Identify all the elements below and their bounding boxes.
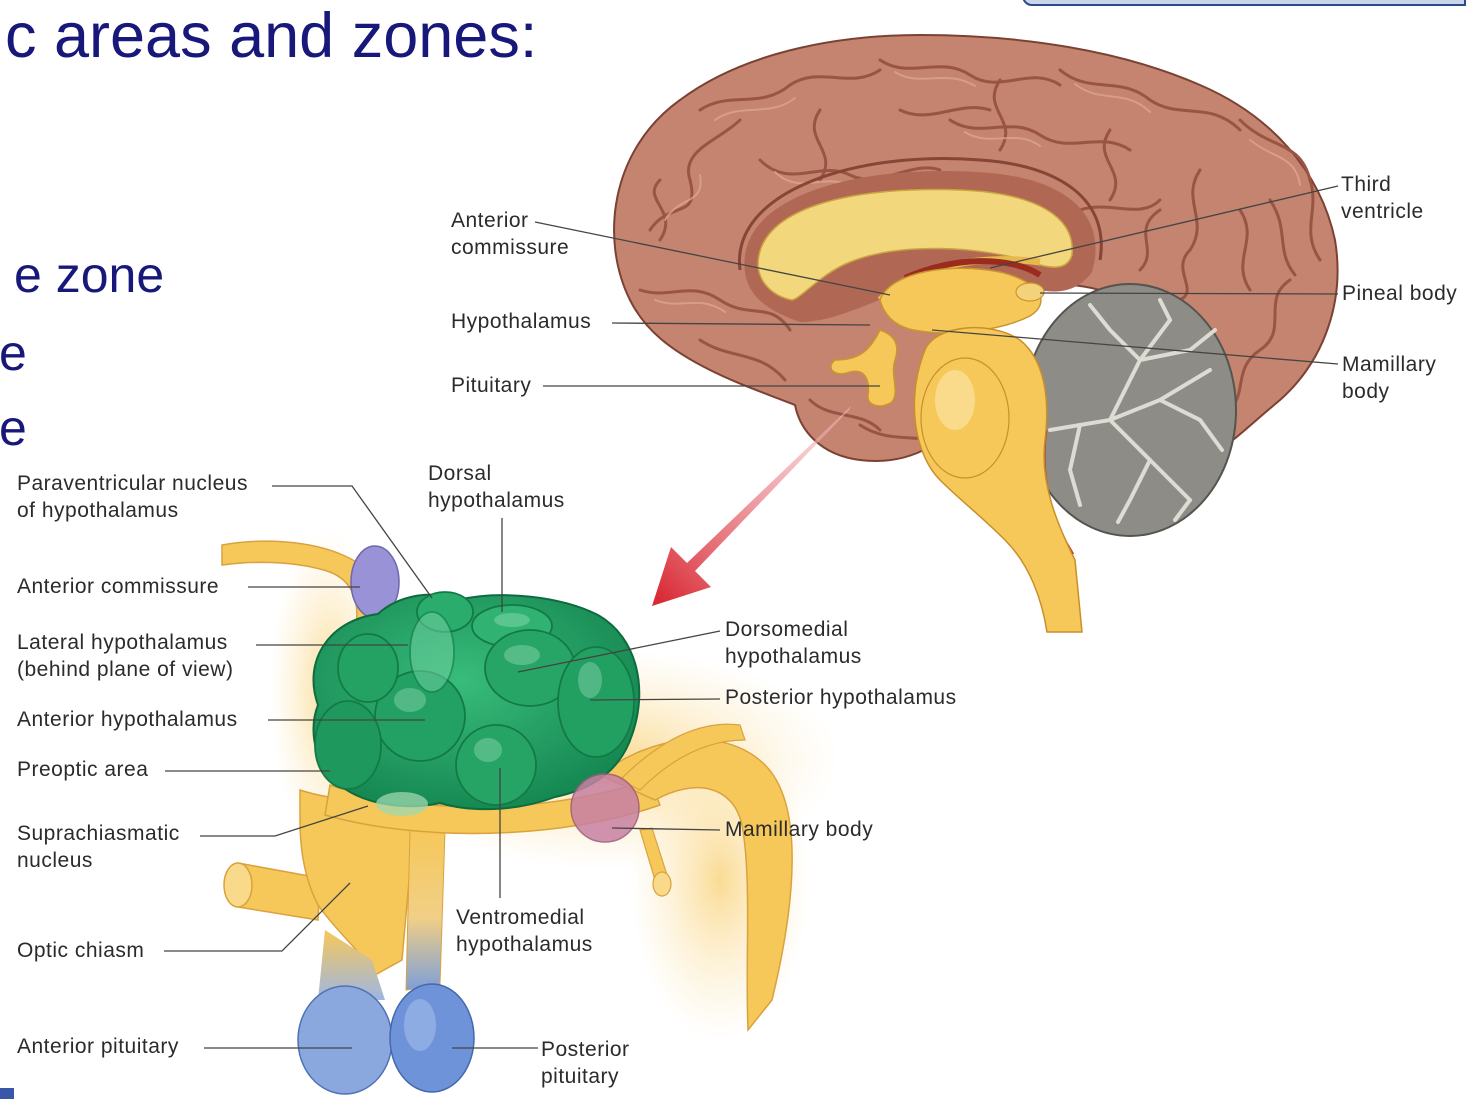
label-pituitary-top: Pituitary xyxy=(451,372,531,399)
label-hypothalamus-top: Hypothalamus xyxy=(451,308,591,335)
label-mamillary-body-top: Mamillary body xyxy=(1342,351,1436,405)
label-line: Paraventricular nucleus xyxy=(17,470,248,497)
label-ventromedial-hypothalamus: Ventromedial hypothalamus xyxy=(456,904,593,958)
footer-bar-fragment xyxy=(0,1088,14,1099)
label-preoptic-area: Preoptic area xyxy=(17,756,148,783)
label-line: of hypothalamus xyxy=(17,497,248,524)
label-suprachiasmatic-nucleus: Suprachiasmatic nucleus xyxy=(17,820,180,874)
label-third-ventricle: Third ventricle xyxy=(1341,171,1424,225)
label-anterior-hypothalamus: Anterior hypothalamus xyxy=(17,706,238,733)
pineal-body-shape xyxy=(1016,283,1044,301)
lateral-lobule xyxy=(410,612,454,692)
label-anterior-commissure-top: Anterior commissure xyxy=(451,207,569,261)
label-line: Pituitary xyxy=(451,372,531,399)
label-pineal-body: Pineal body xyxy=(1342,280,1457,307)
label-line: ventricle xyxy=(1341,198,1424,225)
anterior-pituitary-shape xyxy=(298,986,392,1094)
ventromedial-lobule xyxy=(456,725,536,805)
label-paraventricular-nucleus: Paraventricular nucleus of hypothalamus xyxy=(17,470,248,524)
suprachiasmatic-nucleus-shape xyxy=(376,792,428,816)
label-line: pituitary xyxy=(541,1063,630,1090)
bullet-text: e xyxy=(0,403,27,453)
red-arrow xyxy=(652,406,851,606)
pons-highlight xyxy=(935,370,975,430)
label-line: hypothalamus xyxy=(725,643,862,670)
label-dorsomedial-hypothalamus: Dorsomedial hypothalamus xyxy=(725,616,862,670)
pituitary-highlight xyxy=(404,999,436,1051)
label-line: (behind plane of view) xyxy=(17,656,233,683)
label-line: hypothalamus xyxy=(456,931,593,958)
label-line: commissure xyxy=(451,234,569,261)
pituitary-stalk xyxy=(406,830,445,990)
label-line: Lateral hypothalamus xyxy=(17,629,233,656)
label-line: Third xyxy=(1341,171,1424,198)
label-line: body xyxy=(1342,378,1436,405)
optic-nerve-end xyxy=(224,863,252,907)
label-line: Posterior hypothalamus xyxy=(725,684,957,711)
label-line: Anterior hypothalamus xyxy=(17,706,238,733)
label-line: Anterior xyxy=(451,207,569,234)
thalamus-shape xyxy=(880,268,1041,333)
slide-title: c areas and zones: xyxy=(5,5,537,68)
mamillary-body-shape xyxy=(571,774,639,842)
hypothalamus-closeup-illustration xyxy=(222,530,840,1094)
label-line: Hypothalamus xyxy=(451,308,591,335)
label-posterior-hypothalamus: Posterior hypothalamus xyxy=(725,684,957,711)
preoptic-lobule xyxy=(315,701,381,789)
label-line: hypothalamus xyxy=(428,487,565,514)
bullet-text: e xyxy=(0,328,27,378)
posterior-lobule xyxy=(558,647,634,757)
label-posterior-pituitary: Posterior pituitary xyxy=(541,1036,630,1090)
label-line: Anterior commissure xyxy=(17,573,219,600)
label-optic-chiasm: Optic chiasm xyxy=(17,937,144,964)
label-line: Dorsomedial xyxy=(725,616,862,643)
label-line: Mamillary xyxy=(1342,351,1436,378)
anterior-upper-lobule xyxy=(338,634,398,702)
label-dorsal-hypothalamus: Dorsal hypothalamus xyxy=(428,460,565,514)
small-tract-knob xyxy=(653,872,671,896)
label-line: Preoptic area xyxy=(17,756,148,783)
label-line: Pineal body xyxy=(1342,280,1457,307)
bullet-text: e zone xyxy=(14,250,164,300)
label-mamillary-body: Mamillary body xyxy=(725,816,873,843)
label-line: Anterior pituitary xyxy=(17,1033,179,1060)
label-lateral-hypothalamus: Lateral hypothalamus (behind plane of vi… xyxy=(17,629,233,683)
label-anterior-pituitary: Anterior pituitary xyxy=(17,1033,179,1060)
label-line: Optic chiasm xyxy=(17,937,144,964)
label-line: Ventromedial xyxy=(456,904,593,931)
label-line: nucleus xyxy=(17,847,180,874)
label-line: Mamillary body xyxy=(725,816,873,843)
label-line: Posterior xyxy=(541,1036,630,1063)
label-line: Dorsal xyxy=(428,460,565,487)
label-line: Suprachiasmatic xyxy=(17,820,180,847)
label-anterior-commissure: Anterior commissure xyxy=(17,573,219,600)
